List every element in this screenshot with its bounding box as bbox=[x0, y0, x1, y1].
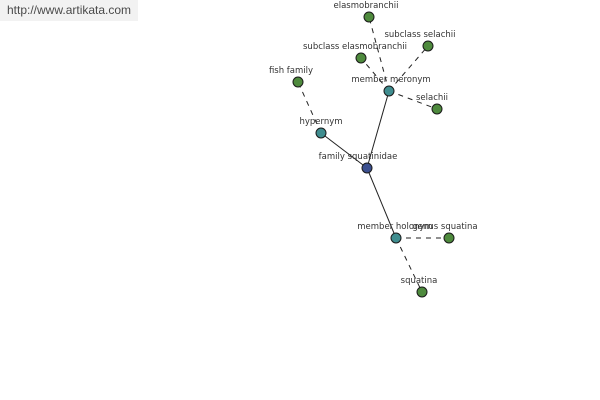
edge-family-squatinidae-to-hypernym bbox=[320, 132, 368, 169]
node-label-hypernym[interactable]: hypernym bbox=[299, 117, 342, 127]
labels-layer: elasmobranchii subclass selachii subclass … bbox=[269, 1, 478, 286]
node-label-squatina[interactable]: squatina bbox=[401, 276, 438, 286]
node-fish-family[interactable] bbox=[292, 76, 304, 88]
node-label-selachii[interactable]: selachii bbox=[416, 93, 448, 103]
node-label-member-meronym[interactable]: member meronym bbox=[351, 75, 430, 85]
edges-layer bbox=[297, 16, 449, 293]
node-member-meronym[interactable] bbox=[383, 85, 395, 97]
node-selachii[interactable] bbox=[431, 103, 443, 115]
edge-family-squatinidae-to-member-meronym bbox=[366, 90, 390, 169]
node-elasmobranchii[interactable] bbox=[363, 11, 375, 23]
node-label-member-holonym[interactable]: member holonym bbox=[357, 222, 432, 232]
node-subclass-selachii[interactable] bbox=[422, 40, 434, 52]
node-hypernym[interactable] bbox=[315, 127, 327, 139]
node-label-subclass-selachii[interactable]: subclass selachii bbox=[384, 30, 455, 40]
node-subclass-elasmobranchii[interactable] bbox=[355, 52, 367, 64]
node-squatina[interactable] bbox=[416, 286, 428, 298]
edge-member-meronym-to-selachii bbox=[388, 90, 438, 110]
node-label-genus-squatina[interactable]: genus squatina bbox=[412, 222, 477, 232]
node-label-family-squatinidae[interactable]: family squatinidae bbox=[319, 152, 398, 162]
node-label-subclass-elasmobranchii[interactable]: subclass elasmobranchii bbox=[303, 42, 407, 52]
node-label-elasmobranchii[interactable]: elasmobranchii bbox=[334, 1, 399, 11]
node-family-squatinidae[interactable] bbox=[361, 162, 373, 174]
edge-member-meronym-to-elasmobranchii bbox=[368, 16, 390, 92]
node-member-holonym[interactable] bbox=[390, 232, 402, 244]
site-watermark[interactable]: http://www.artikata.com bbox=[0, 0, 138, 21]
node-label-fish-family[interactable]: fish family bbox=[269, 66, 313, 76]
nodes-layer bbox=[292, 11, 455, 298]
node-genus-squatina[interactable] bbox=[443, 232, 455, 244]
edge-member-meronym-to-subclass-elasmobranchii bbox=[360, 57, 390, 92]
edge-family-squatinidae-to-member-holonym bbox=[366, 167, 397, 239]
